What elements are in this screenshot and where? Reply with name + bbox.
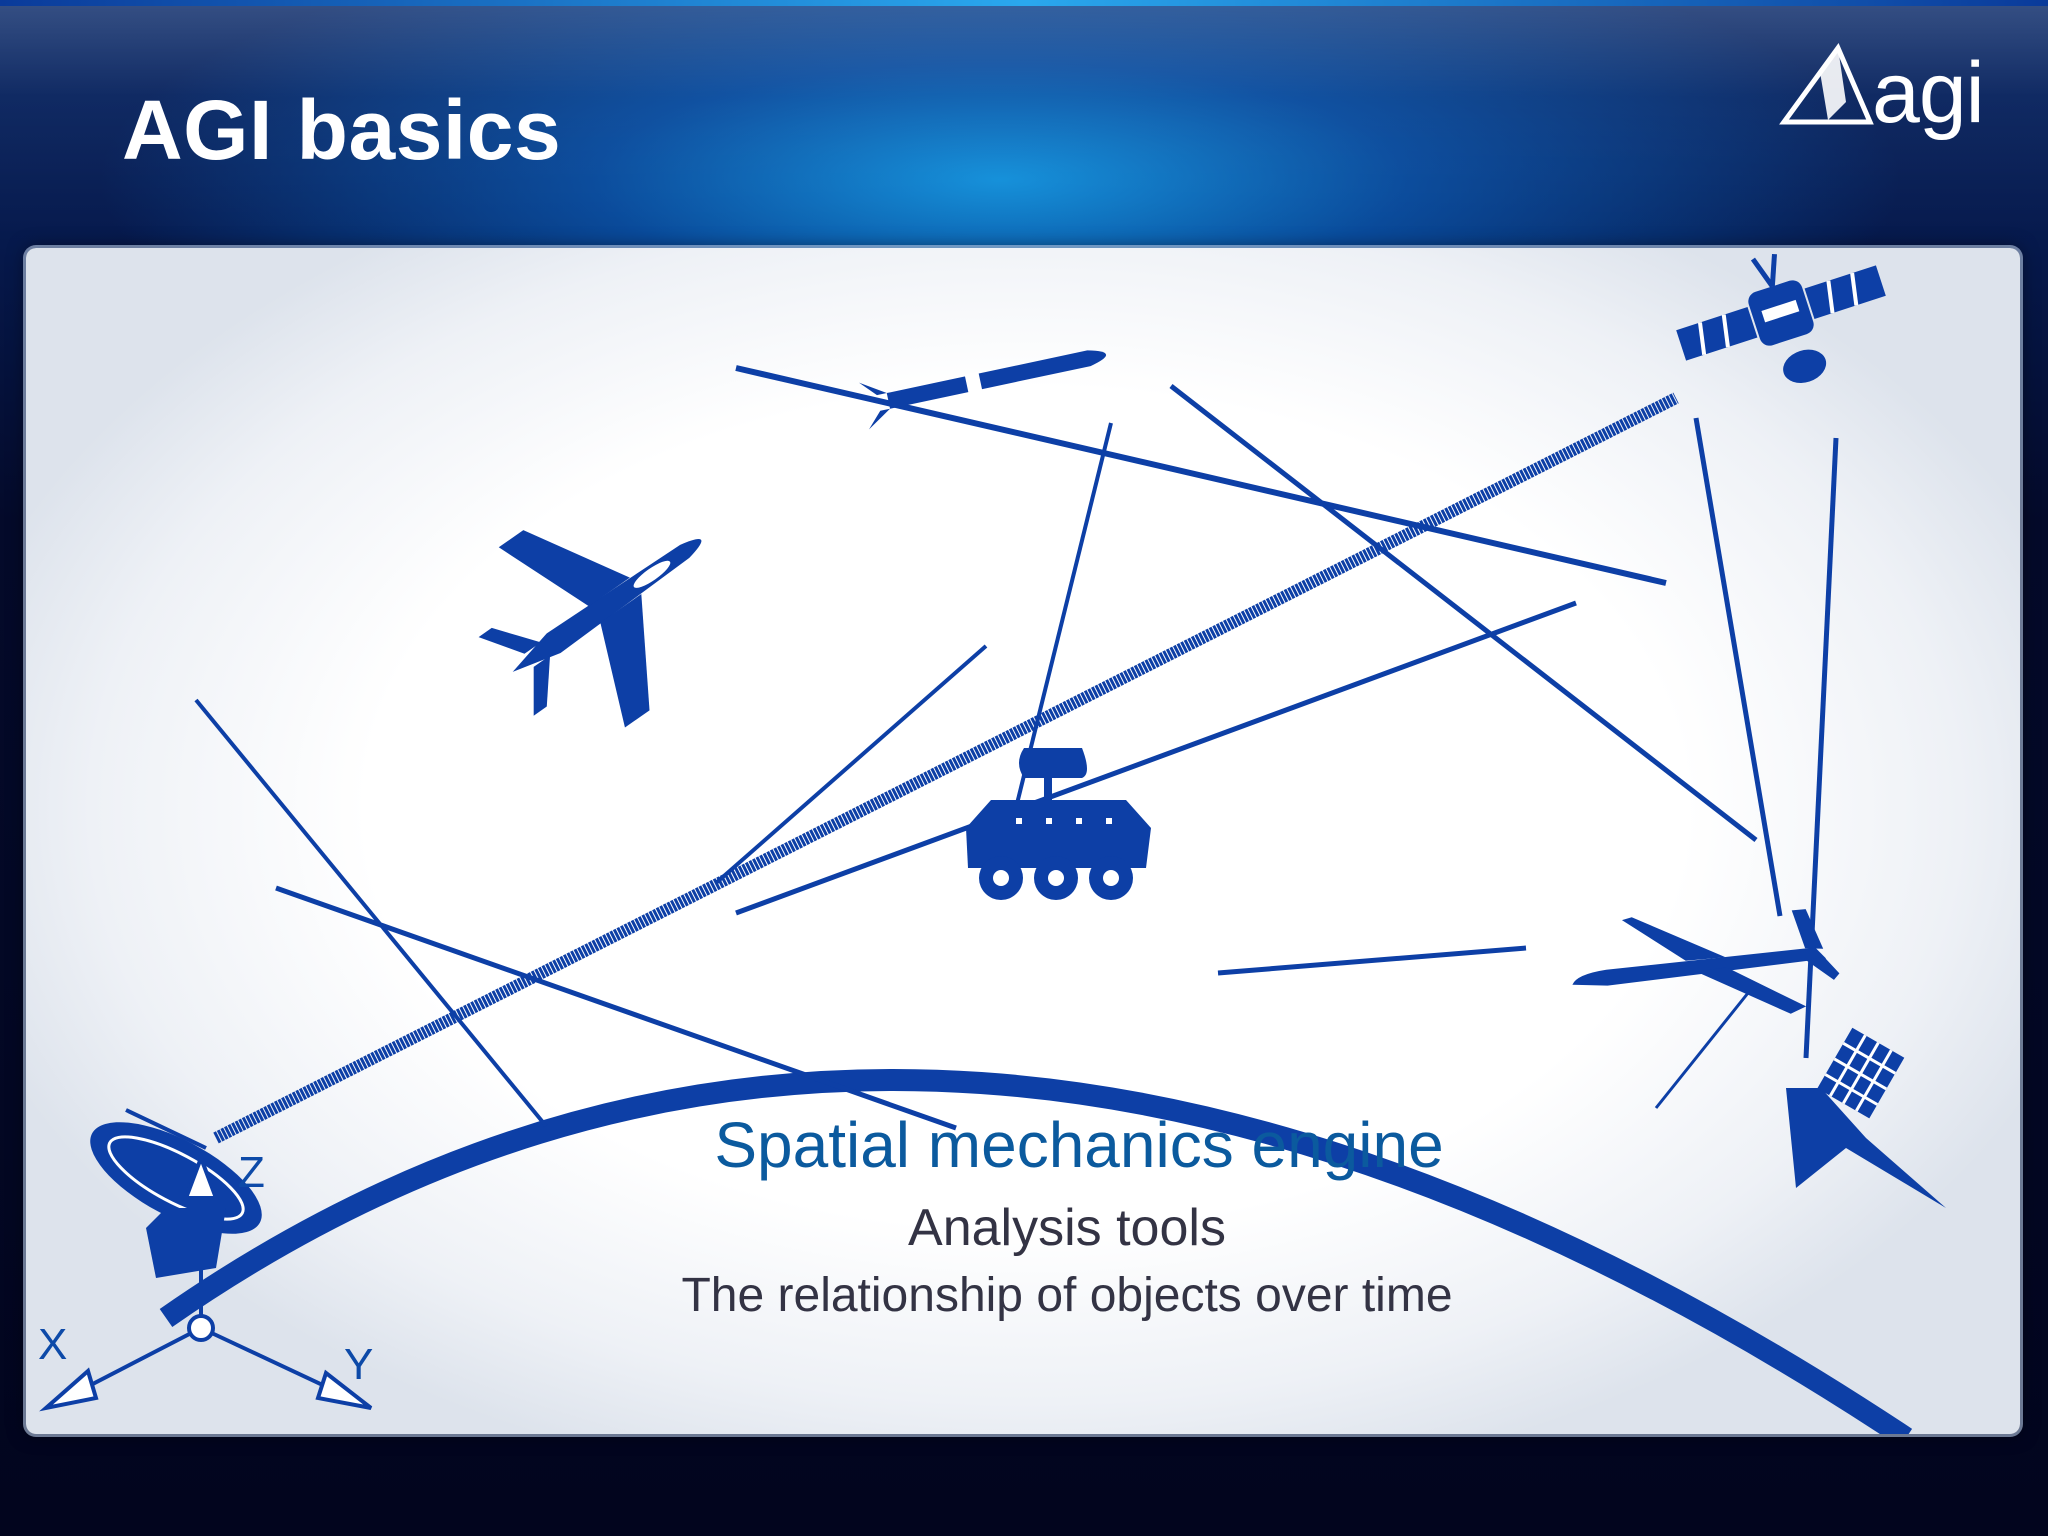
z-axis-label: Z <box>238 1148 265 1197</box>
content-panel: Z X Y Spatial mechanics engine Analysis … <box>26 248 2020 1434</box>
spatial-scene <box>39 253 1946 1434</box>
ship-radar-icon <box>1786 1027 1946 1208</box>
fighter-jet-icon <box>478 530 702 728</box>
diagram-subheading: Analysis tools <box>908 1199 1226 1257</box>
missile-icon <box>858 350 1107 430</box>
diagram-description: The relationship of objects over time <box>681 1269 1453 1322</box>
access-line <box>194 698 548 1128</box>
coordinate-axes <box>39 1152 373 1412</box>
armored-vehicle-icon <box>966 748 1151 900</box>
satellite-link-line <box>213 392 1679 1144</box>
logo-text: agi <box>1872 45 1985 141</box>
header-accent-line <box>0 0 2048 6</box>
x-axis-label: X <box>38 1320 68 1369</box>
slide-title: AGI basics <box>122 83 562 177</box>
access-line <box>714 644 988 885</box>
satellite-icon <box>1676 253 1886 383</box>
access-line <box>1693 417 1783 917</box>
access-line <box>735 600 1577 916</box>
access-line <box>1169 384 1758 842</box>
access-line <box>275 885 957 1131</box>
earth-horizon-arc <box>159 1068 1913 1434</box>
drone-icon <box>1572 909 1840 1014</box>
diagram-heading: Spatial mechanics engine <box>714 1109 1444 1181</box>
access-line <box>1654 982 1758 1109</box>
ground-antenna-icon <box>90 1108 262 1278</box>
agi-logo-icon <box>1779 42 1874 125</box>
y-axis-label: Y <box>344 1340 374 1389</box>
header-gloss <box>0 0 2048 240</box>
access-line <box>1217 945 1527 976</box>
